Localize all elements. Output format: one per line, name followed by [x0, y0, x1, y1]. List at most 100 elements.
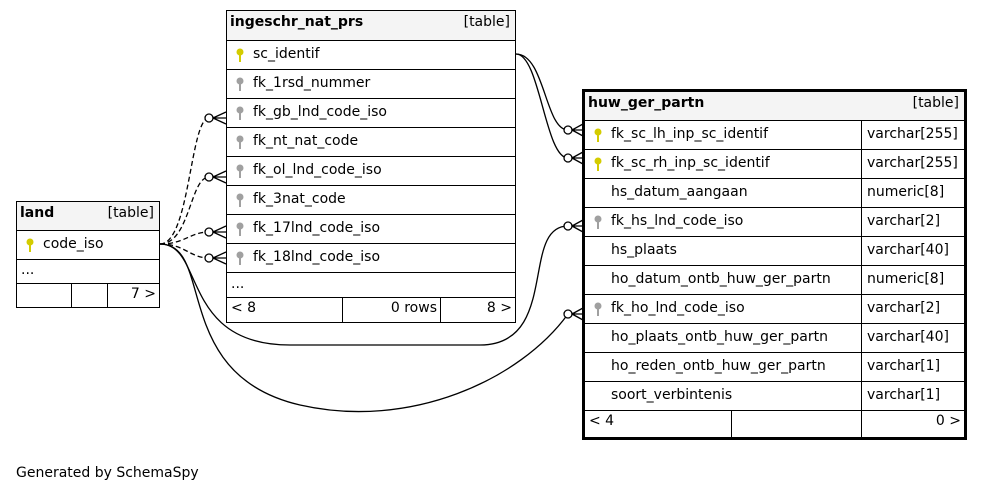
table-name: huw_ger_partn	[588, 95, 705, 111]
column-name: sc_identif	[253, 46, 320, 62]
more-columns-row: ...	[17, 260, 159, 284]
column-type: numeric[8]	[867, 184, 945, 200]
column-type: varchar[2]	[867, 300, 941, 316]
ellipsis: ...	[21, 262, 35, 278]
column-name: fk_hs_lnd_code_iso	[611, 213, 744, 229]
column-type: varchar[2]	[867, 213, 941, 229]
column-name: fk_ho_lnd_code_iso	[611, 300, 745, 316]
link-ingeschr-sc-lh	[515, 53, 569, 131]
table-name: land	[20, 205, 55, 221]
column-type: varchar[255]	[867, 126, 958, 142]
column-row[interactable]: code_iso	[17, 231, 159, 260]
column-row[interactable]: fk_nt_nat_code	[227, 128, 515, 157]
column-row[interactable]: sc_identif	[227, 41, 515, 70]
many-marker	[571, 123, 584, 137]
footer-rows: 0 rows	[390, 300, 437, 316]
column-row[interactable]: fk_hs_lnd_code_iso varchar[2]	[585, 208, 964, 237]
optional-marker	[204, 172, 214, 182]
column-row[interactable]: ho_plaats_ontb_huw_ger_partn varchar[40]	[585, 324, 964, 353]
table-ingeschr-nat-prs[interactable]: ingeschr_nat_prs [table] sc_identif fk_1…	[226, 10, 516, 323]
table-footer: < 8 0 rows 8 >	[227, 298, 515, 322]
column-name: fk_17lnd_code_iso	[253, 220, 381, 236]
many-marker	[571, 219, 584, 233]
link-land-fk-18	[159, 243, 210, 259]
generated-by-caption: Generated by SchemaSpy	[16, 465, 199, 481]
table-kind: [table]	[912, 95, 959, 111]
column-row[interactable]: ho_reden_ontb_huw_ger_partn varchar[1]	[585, 353, 964, 382]
column-name: hs_plaats	[611, 242, 677, 258]
column-name: fk_sc_lh_inp_sc_identif	[611, 126, 769, 142]
table-name: ingeschr_nat_prs	[230, 14, 364, 30]
table-kind: [table]	[107, 205, 154, 221]
column-row[interactable]: ho_datum_ontb_huw_ger_partn numeric[8]	[585, 266, 964, 295]
many-marker	[571, 151, 584, 165]
key-icon	[236, 135, 244, 149]
table-huw-ger-partn[interactable]: huw_ger_partn [table] fk_sc_lh_inp_sc_id…	[582, 89, 967, 440]
optional-marker	[204, 227, 214, 237]
column-name: fk_ol_lnd_code_iso	[253, 162, 382, 178]
column-name: fk_gb_lnd_code_iso	[253, 104, 387, 120]
column-row[interactable]: fk_sc_rh_inp_sc_identif varchar[255]	[585, 150, 964, 179]
column-row[interactable]: fk_sc_lh_inp_sc_identif varchar[255]	[585, 121, 964, 150]
column-name: hs_datum_aangaan	[611, 184, 748, 200]
column-row[interactable]: hs_datum_aangaan numeric[8]	[585, 179, 964, 208]
many-marker	[212, 170, 227, 184]
column-row[interactable]: fk_1rsd_nummer	[227, 70, 515, 99]
ellipsis: ...	[231, 276, 245, 292]
link-land-fk-ol	[159, 176, 210, 245]
many-marker	[212, 251, 227, 265]
table-header: ingeschr_nat_prs [table]	[227, 11, 515, 41]
many-marker	[571, 307, 584, 321]
footer-next[interactable]: 7 >	[130, 286, 156, 302]
column-row[interactable]: hs_plaats varchar[40]	[585, 237, 964, 266]
footer-next[interactable]: 0 >	[935, 413, 961, 429]
column-row[interactable]: fk_17lnd_code_iso	[227, 215, 515, 244]
column-type: varchar[40]	[867, 329, 949, 345]
footer-prev[interactable]: < 4	[589, 413, 615, 429]
column-name: ho_plaats_ontb_huw_ger_partn	[611, 329, 829, 345]
footer-next[interactable]: 8 >	[486, 300, 512, 316]
column-row[interactable]: fk_18lnd_code_iso	[227, 244, 515, 273]
table-land[interactable]: land [table] code_iso ... 7 >	[16, 201, 160, 308]
key-icon	[236, 77, 244, 91]
column-type: varchar[255]	[867, 155, 958, 171]
column-row[interactable]: fk_ho_lnd_code_iso varchar[2]	[585, 295, 964, 324]
key-icon	[236, 106, 244, 120]
key-icon	[236, 222, 244, 236]
link-land-fk-ho	[159, 243, 569, 413]
column-type: varchar[1]	[867, 387, 941, 403]
column-type: varchar[1]	[867, 358, 941, 374]
column-name: fk_1rsd_nummer	[253, 75, 371, 91]
column-row[interactable]: fk_3nat_code	[227, 186, 515, 215]
table-footer: 7 >	[17, 284, 159, 307]
optional-marker	[563, 309, 573, 319]
key-icon	[26, 238, 34, 252]
column-name: fk_3nat_code	[253, 191, 346, 207]
column-name: fk_18lnd_code_iso	[253, 249, 381, 265]
column-row[interactable]: fk_ol_lnd_code_iso	[227, 157, 515, 186]
key-icon	[594, 215, 602, 229]
column-name: ho_reden_ontb_huw_ger_partn	[611, 358, 826, 374]
optional-marker	[563, 153, 573, 163]
key-icon	[236, 48, 244, 62]
key-icon	[594, 157, 602, 171]
many-marker	[212, 111, 227, 125]
optional-marker	[204, 113, 214, 123]
link-land-fk-gb	[159, 117, 210, 245]
key-icon	[594, 128, 602, 142]
more-columns-row: ...	[227, 273, 515, 298]
column-name: fk_sc_rh_inp_sc_identif	[611, 155, 770, 171]
column-name: soort_verbintenis	[611, 387, 733, 403]
optional-marker	[563, 125, 573, 135]
table-header: huw_ger_partn [table]	[585, 92, 964, 121]
column-name: fk_nt_nat_code	[253, 133, 359, 149]
footer-prev[interactable]: < 8	[231, 300, 257, 316]
column-row[interactable]: soort_verbintenis varchar[1]	[585, 382, 964, 411]
key-icon	[236, 251, 244, 265]
column-type: varchar[40]	[867, 242, 949, 258]
column-row[interactable]: fk_gb_lnd_code_iso	[227, 99, 515, 128]
link-land-fk-17	[159, 231, 210, 245]
table-kind: [table]	[463, 14, 510, 30]
key-icon	[236, 164, 244, 178]
